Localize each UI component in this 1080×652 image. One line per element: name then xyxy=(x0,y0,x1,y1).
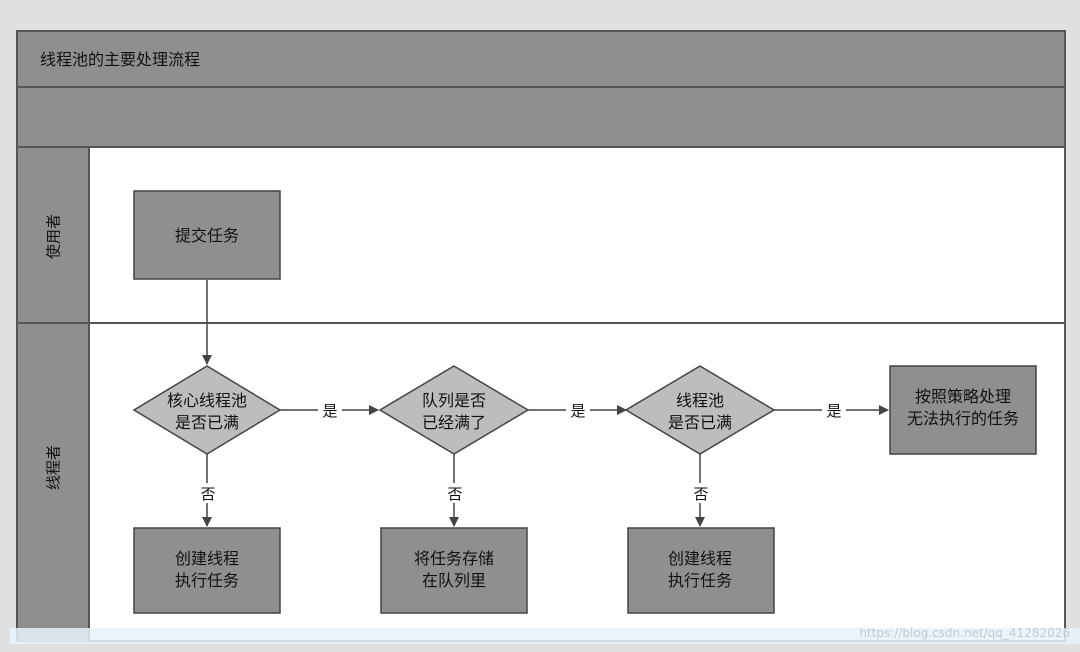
text-store-1: 将任务存储 xyxy=(414,549,494,568)
header-band xyxy=(16,88,1066,148)
label-no-3: 否 xyxy=(693,485,708,503)
text-queue-2: 已经满了 xyxy=(422,413,486,432)
label-no-2: 否 xyxy=(447,485,462,503)
text-reject-1: 按照策略处理 xyxy=(915,387,1011,406)
node-core-check xyxy=(132,365,282,455)
label-yes-2: 是 xyxy=(570,402,585,420)
watermark-strip xyxy=(10,628,1080,644)
node-store-queue xyxy=(380,527,528,614)
text-pool-1: 线程池 xyxy=(676,391,724,410)
node-reject xyxy=(889,365,1037,455)
text-create2-1: 创建线程 xyxy=(668,549,732,568)
diagram-title: 线程池的主要处理流程 xyxy=(40,50,201,69)
node-create-1 xyxy=(133,527,281,614)
node-queue-check xyxy=(378,365,530,455)
text-core-2: 是否已满 xyxy=(175,413,239,432)
label-yes-1: 是 xyxy=(322,402,337,420)
label-no-1: 否 xyxy=(200,485,215,503)
node-pool-check xyxy=(624,365,776,455)
text-queue-1: 队列是否 xyxy=(422,391,486,410)
label-yes-3: 是 xyxy=(826,402,841,420)
connectors xyxy=(202,280,889,527)
text-create2-2: 执行任务 xyxy=(668,571,732,590)
node-submit xyxy=(133,190,281,280)
text-create1-1: 创建线程 xyxy=(175,549,239,568)
lane-label-column xyxy=(16,148,90,642)
text-pool-2: 是否已满 xyxy=(668,413,732,432)
watermark: https://blog.csdn.net/qq_41282026 xyxy=(859,626,1070,640)
text-create1-2: 执行任务 xyxy=(175,571,239,590)
text-reject-2: 无法执行的任务 xyxy=(907,409,1019,428)
text-submit: 提交任务 xyxy=(175,226,239,245)
node-create-2 xyxy=(627,527,775,614)
text-store-2: 在队列里 xyxy=(422,571,486,590)
title-bar xyxy=(16,30,1066,88)
lane-divider xyxy=(16,322,1066,324)
text-core-1: 核心线程池 xyxy=(167,391,247,410)
